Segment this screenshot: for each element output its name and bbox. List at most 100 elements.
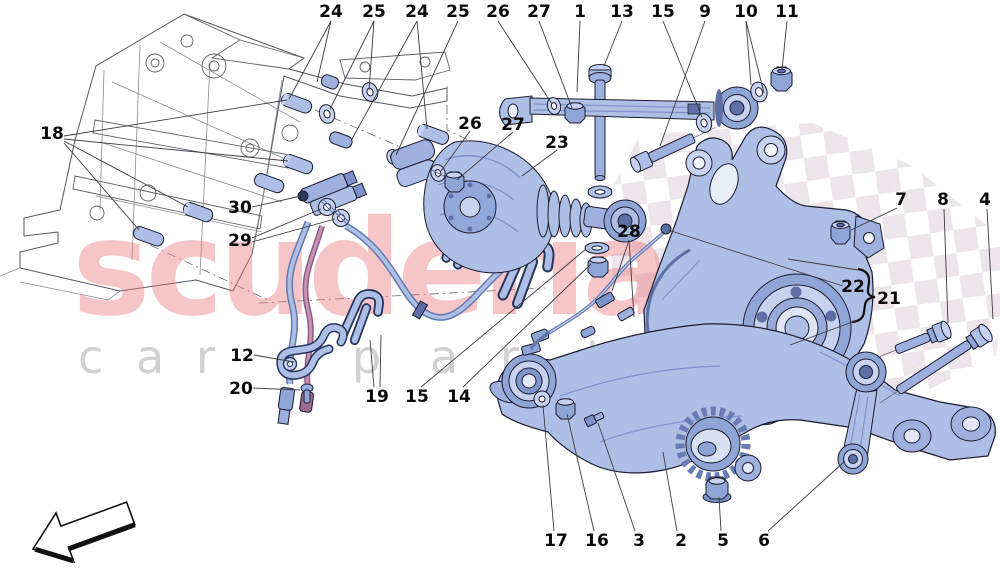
cv-boot [536,184,593,238]
callout-20: 20 [229,379,253,399]
callout-19: 19 [365,387,389,407]
watermark-letter: c [78,330,104,384]
callout-15: 15 [651,2,675,22]
fitting-3 [583,412,605,427]
screw-20 [300,383,314,404]
callout-18: 18 [40,124,64,144]
callout-7: 7 [895,190,907,210]
callout-30: 30 [228,198,252,218]
leader-line-3 [597,422,636,532]
wishbone-front-bushing [489,353,557,409]
bolt-9 [630,127,716,173]
washer-17 [533,390,551,408]
callout-11: 11 [775,2,799,22]
bolt-8 [877,320,952,358]
leader-line-4 [986,208,994,320]
bolt-4 [879,323,993,404]
callout-21-brace [851,267,876,324]
washer-15-lower [584,242,610,254]
leader-line-24 [316,20,332,83]
flange-nut-5 [702,476,732,503]
leader-line-29 [251,218,336,243]
toe-link [837,351,887,475]
leader-line-28 [611,239,630,292]
washer-15-link [695,113,713,133]
callout-4: 4 [979,190,991,210]
nut-27-diff [444,171,465,193]
leader-line-29 [251,208,322,239]
leader-line-10 [745,20,765,94]
callout-15: 15 [405,387,429,407]
leader-line-14 [462,263,592,388]
leader-line-15 [662,20,703,118]
sealing-washers-29 [318,198,350,227]
leader-line-18 [63,142,140,231]
callout-6: 6 [758,531,770,551]
leader-line-23 [521,149,558,177]
leader-line-26 [497,20,553,105]
leader-line-25 [368,20,375,91]
spring-seat-serration [675,406,751,482]
direction-arrow [31,501,136,564]
leader-line-20 [252,387,301,391]
callout-14: 14 [447,387,471,407]
leader-line-16 [566,413,595,532]
stub-axle-ball [603,199,647,243]
callout-3: 3 [633,531,645,551]
leader-line-13 [603,20,623,67]
leader-line-15 [420,248,587,388]
callout-24: 24 [405,2,429,22]
leader-line-17 [542,404,555,532]
leader-line-30 [251,195,302,208]
callout-24: 24 [319,2,343,22]
callout-8: 8 [937,190,949,210]
callout-9: 9 [699,2,711,22]
callout-27: 27 [501,115,525,135]
leader-line-26 [440,130,471,172]
leader-line-24 [416,20,428,130]
leader-line-25 [329,20,375,110]
callout-1: 1 [574,2,586,22]
watermark-letter: r [196,330,215,384]
leader-line-10 [745,20,752,86]
callout-25: 25 [362,2,386,22]
callout-26: 26 [486,2,510,22]
callout-27: 27 [527,2,551,22]
leader-line-24 [351,20,418,140]
leader-line-12 [253,354,295,363]
callout-22: 22 [841,277,865,297]
leader-line-2 [662,451,678,532]
watermark-letter: a [136,330,165,384]
leader-line-9 [659,20,706,147]
callout-16: 16 [585,531,609,551]
pin-washers [318,82,400,165]
washer-10 [750,81,768,103]
upper-link [499,86,759,130]
rear-subframe [0,13,451,301]
nut-7 [830,220,851,245]
leader-line-27 [456,131,514,181]
leader-line-11 [781,20,788,71]
callout-21: 21 [877,289,901,309]
leader-line-25 [395,20,459,156]
callout-25: 25 [446,2,470,22]
support-bracket-12 [276,323,348,380]
nut-14 [587,256,609,278]
callout-23: 23 [545,133,569,153]
leader-line-21 [789,320,856,346]
banjo-bolt-30 [297,190,309,202]
washer-15-upper [587,185,613,199]
callout-13: 13 [610,2,634,22]
leader-line-5 [718,496,722,532]
leader-line-18 [63,140,189,208]
leader-line-24 [288,20,332,100]
leader-line-19 [369,339,375,388]
callout-17: 17 [544,531,568,551]
hose-end-fitting [277,386,296,425]
nut-11 [770,66,793,92]
leader-line-27 [538,20,573,109]
callout-2: 2 [675,531,687,551]
